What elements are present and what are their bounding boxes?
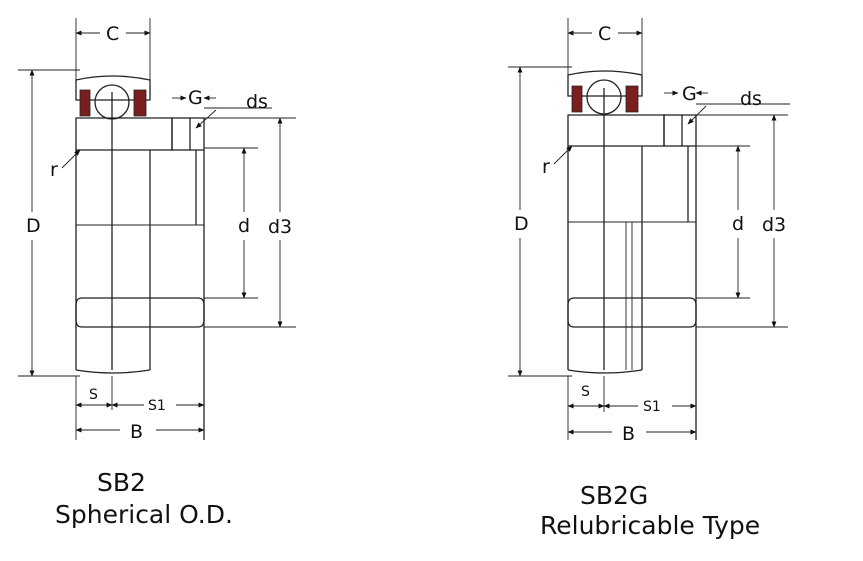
right-description-caption: Relubricable Type (540, 511, 761, 540)
right-seal-left (571, 85, 583, 113)
left-bearing-drawing (18, 18, 296, 440)
right-label-S1: S1 (643, 399, 661, 415)
left-label-S: S (89, 387, 98, 403)
right-label-B: B (622, 423, 635, 445)
left-outer-ring (75, 75, 151, 101)
right-inner-ring (567, 114, 665, 147)
right-label-d3: d3 (762, 214, 786, 236)
left-label-D: D (26, 215, 41, 237)
left-dimension-labels: C G ds r D d d3 S S1 B (26, 23, 292, 443)
right-seal-right (625, 85, 639, 113)
right-dimension-labels: C G ds r D d d3 S S1 B (514, 23, 786, 445)
left-label-d3: d3 (268, 216, 292, 238)
left-label-S1: S1 (148, 398, 166, 414)
left-label-G: G (188, 87, 203, 109)
right-label-C: C (598, 23, 611, 45)
right-label-ds: ds (740, 88, 762, 110)
right-label-r: r (542, 156, 550, 178)
right-model-caption: SB2G (580, 481, 649, 510)
right-label-d: d (732, 213, 744, 235)
right-outer-ring (567, 70, 643, 97)
left-model-caption: SB2 (97, 468, 146, 497)
right-label-G: G (682, 83, 697, 105)
left-seal-right (133, 89, 147, 117)
left-seal-left (79, 89, 91, 117)
left-inner-ring (75, 117, 173, 151)
left-description-caption: Spherical O.D. (55, 500, 233, 529)
right-label-S: S (581, 384, 590, 400)
left-label-d: d (238, 215, 250, 237)
left-label-B: B (130, 421, 143, 443)
right-set-screw (663, 114, 683, 147)
left-label-ds: ds (246, 91, 268, 113)
right-label-D: D (514, 213, 529, 235)
left-set-screw (171, 117, 191, 151)
right-bearing-drawing (508, 18, 790, 440)
left-label-r: r (50, 159, 58, 181)
left-label-C: C (106, 23, 119, 45)
